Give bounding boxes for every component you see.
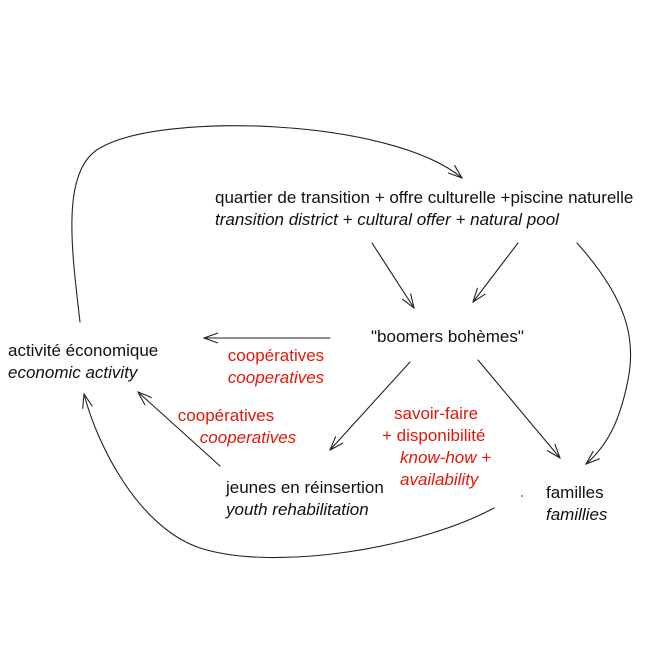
arrow-boomers-to-youth — [330, 361, 411, 450]
annotation-cooperatives-top: coopératives cooperatives — [220, 345, 332, 389]
arrow-boomers-to-families — [477, 359, 560, 458]
node-families: familles famillies — [546, 482, 607, 526]
node-transition-district: quartier de transition + offre culturell… — [215, 187, 633, 231]
annotation-savoir-faire-line4: availability — [400, 470, 479, 489]
node-families-fr: familles — [546, 483, 604, 502]
annotation-savoir-faire-line3: know-how + — [400, 448, 492, 467]
node-youth-rehabilitation: jeunes en réinsertion youth rehabilitati… — [226, 477, 384, 521]
node-boomers-boheme: "boomers bohèmes" — [371, 326, 524, 348]
node-transition-district-fr: quartier de transition + offre culturell… — [215, 188, 634, 207]
node-youth-rehabilitation-fr: jeunes en réinsertion — [226, 478, 384, 497]
arrow-families-to-economic — [84, 394, 495, 559]
node-economic-activity-fr: activité économique — [8, 341, 159, 360]
annotation-cooperatives-bottom-en: cooperatives — [199, 428, 297, 447]
arrow-transition-to-boomers-left — [371, 242, 414, 308]
node-economic-activity-en: economic activity — [8, 363, 138, 382]
node-transition-district-en: transition district + cultural offer + n… — [215, 210, 559, 229]
node-economic-activity: activité économique economic activity — [8, 340, 158, 384]
node-boomers-boheme-fr: "boomers bohèmes" — [371, 327, 524, 346]
node-youth-rehabilitation-en: youth rehabilitation — [226, 500, 369, 519]
annotation-cooperatives-bottom-fr: coopératives — [177, 406, 275, 425]
arrow-economic-to-transition — [71, 125, 462, 323]
annotation-savoir-faire: savoir-faire + disponibilité know-how + … — [382, 403, 491, 491]
annotation-savoir-faire-line1: savoir-faire — [394, 404, 479, 423]
annotation-savoir-faire-line2: + disponibilité — [382, 426, 486, 445]
arrow-transition-to-boomers-right — [473, 242, 519, 302]
node-families-en: famillies — [546, 505, 608, 524]
arrow-youth-to-economic — [138, 392, 221, 467]
annotation-cooperatives-top-en: cooperatives — [227, 368, 325, 387]
annotation-cooperatives-bottom: coopératives cooperatives — [168, 405, 308, 449]
arrow-transition-to-families — [576, 242, 632, 464]
annotation-cooperatives-top-fr: coopératives — [227, 346, 325, 365]
stray-dot — [521, 495, 523, 497]
